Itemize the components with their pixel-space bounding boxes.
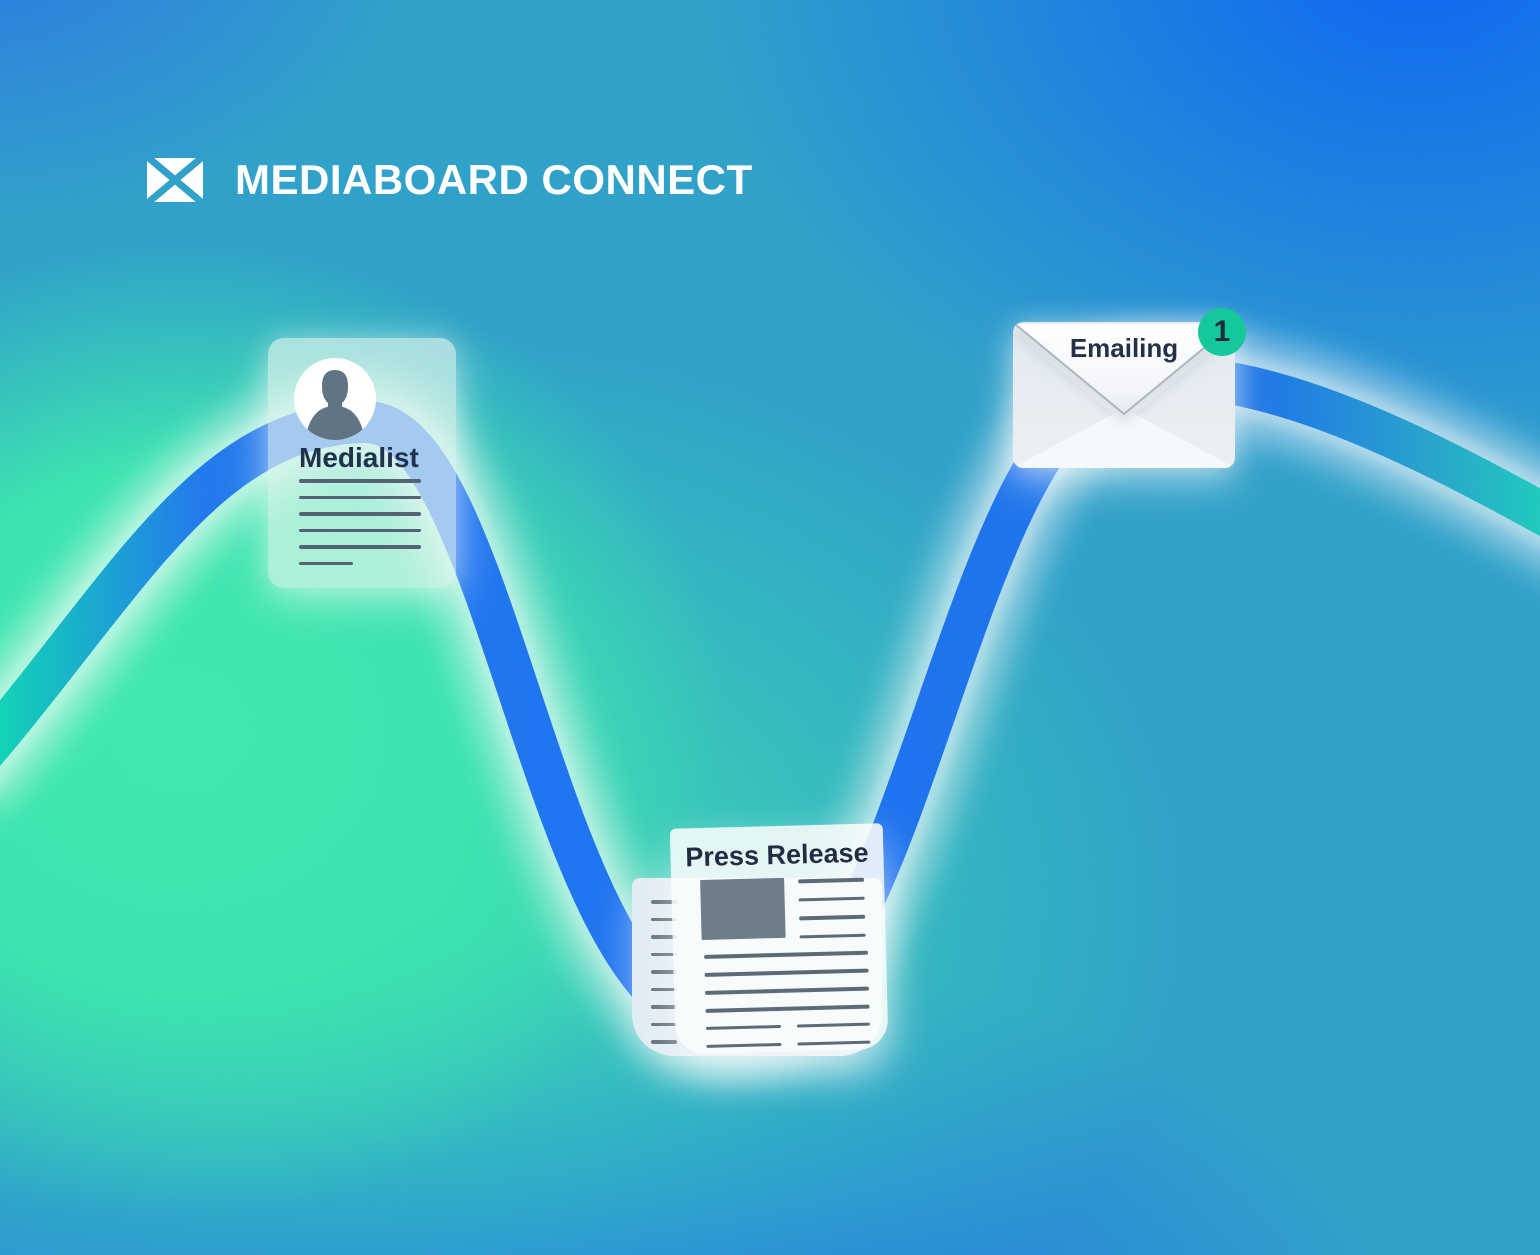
article-body-lines — [704, 950, 870, 1013]
article-image-placeholder — [700, 877, 786, 940]
person-avatar-icon — [294, 358, 376, 440]
brand-title: MEDIABOARD CONNECT — [235, 156, 753, 203]
press-release-group: Press Release — [632, 823, 889, 1058]
emailing-envelope: Emailing 1 — [1013, 308, 1246, 468]
article-side-lines — [798, 876, 866, 939]
notification-badge: 1 — [1198, 308, 1246, 356]
press-release-label: Press Release — [685, 837, 869, 873]
press-release-hero-row — [700, 876, 866, 941]
envelope-logo-icon — [147, 158, 203, 202]
brand-logo: MEDIABOARD CONNECT — [147, 158, 753, 202]
article-column-lines — [705, 1022, 871, 1048]
medialist-card: Medialist — [268, 338, 456, 588]
press-release-front-page: Press Release — [669, 823, 889, 1055]
medialist-placeholder-lines — [299, 479, 421, 565]
badge-count: 1 — [1213, 315, 1231, 348]
medialist-label: Medialist — [299, 442, 419, 473]
